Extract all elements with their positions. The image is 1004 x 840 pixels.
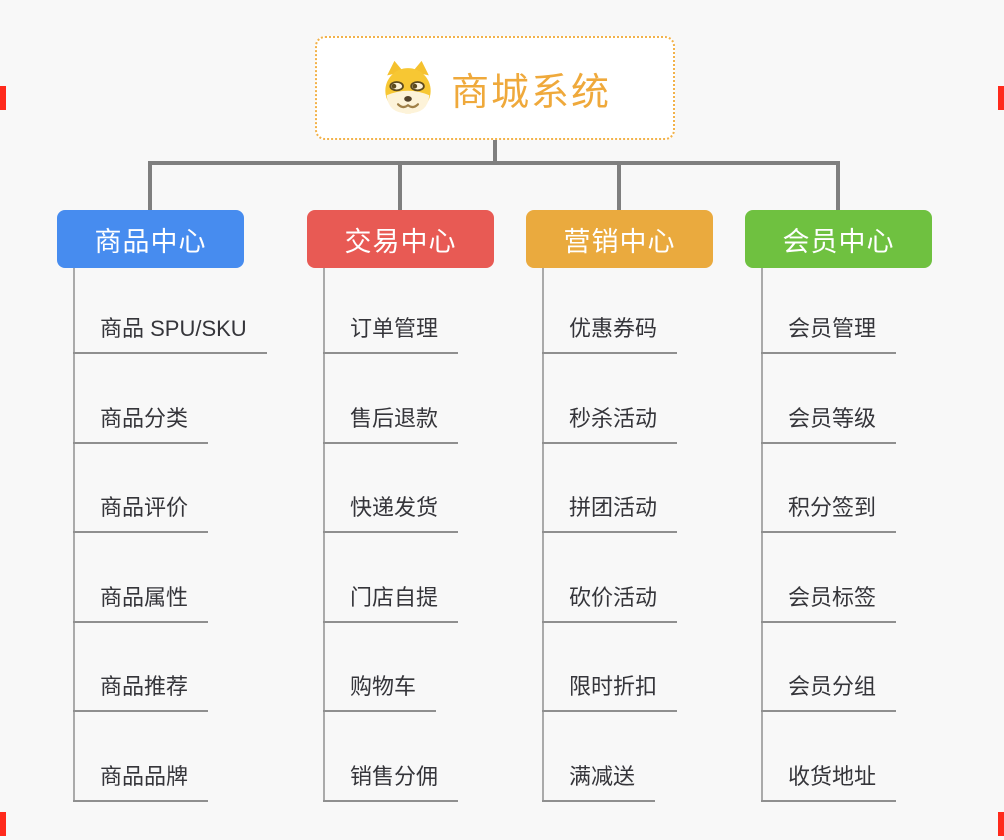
doge-icon (379, 59, 437, 117)
corner-mark (0, 812, 6, 836)
root-node[interactable]: 商城系统 (315, 36, 675, 140)
child-topic[interactable]: 商品分类 (73, 404, 209, 444)
child-topic[interactable]: 收货地址 (761, 762, 897, 802)
child-topic[interactable]: 满减送 (542, 762, 656, 802)
child-topic[interactable]: 限时折扣 (542, 672, 678, 712)
root-node-title: 商城系统 (450, 71, 611, 114)
child-topic[interactable]: 会员标签 (761, 583, 897, 623)
child-topic[interactable]: 销售分佣 (323, 762, 459, 802)
branch-node[interactable]: 交易中心 (307, 210, 494, 268)
branch-children-line (73, 268, 75, 802)
child-topic[interactable]: 门店自提 (323, 583, 459, 623)
child-topic[interactable]: 商品品牌 (73, 762, 209, 802)
branch-children-line (761, 268, 763, 802)
connector-branch-drop (836, 161, 840, 210)
connector-root-drop (493, 138, 497, 165)
child-topic[interactable]: 订单管理 (323, 314, 459, 354)
child-topic[interactable]: 售后退款 (323, 404, 459, 444)
child-topic[interactable]: 商品 SPU/SKU (73, 314, 267, 354)
child-topic[interactable]: 优惠券码 (542, 314, 678, 354)
branch-children-line (323, 268, 325, 802)
child-topic[interactable]: 会员管理 (761, 314, 897, 354)
child-topic[interactable]: 积分签到 (761, 493, 897, 533)
child-topic[interactable]: 商品属性 (73, 583, 209, 623)
branch-node[interactable]: 会员中心 (745, 210, 932, 268)
child-topic[interactable]: 砍价活动 (542, 583, 678, 623)
child-topic[interactable]: 会员分组 (761, 672, 897, 712)
connector-bus-line (148, 161, 840, 165)
branch-children-line (542, 268, 544, 802)
child-topic[interactable]: 会员等级 (761, 404, 897, 444)
corner-mark (998, 86, 1004, 110)
corner-mark (0, 86, 6, 110)
branch-node[interactable]: 营销中心 (526, 210, 713, 268)
branch-node[interactable]: 商品中心 (57, 210, 244, 268)
connector-branch-drop (617, 161, 621, 210)
child-topic[interactable]: 秒杀活动 (542, 404, 678, 444)
connector-branch-drop (398, 161, 402, 210)
child-topic[interactable]: 购物车 (323, 672, 437, 712)
child-topic[interactable]: 商品推荐 (73, 672, 209, 712)
corner-mark (998, 812, 1004, 836)
child-topic[interactable]: 快递发货 (323, 493, 459, 533)
child-topic[interactable]: 拼团活动 (542, 493, 678, 533)
connector-branch-drop (148, 161, 152, 210)
child-topic[interactable]: 商品评价 (73, 493, 209, 533)
